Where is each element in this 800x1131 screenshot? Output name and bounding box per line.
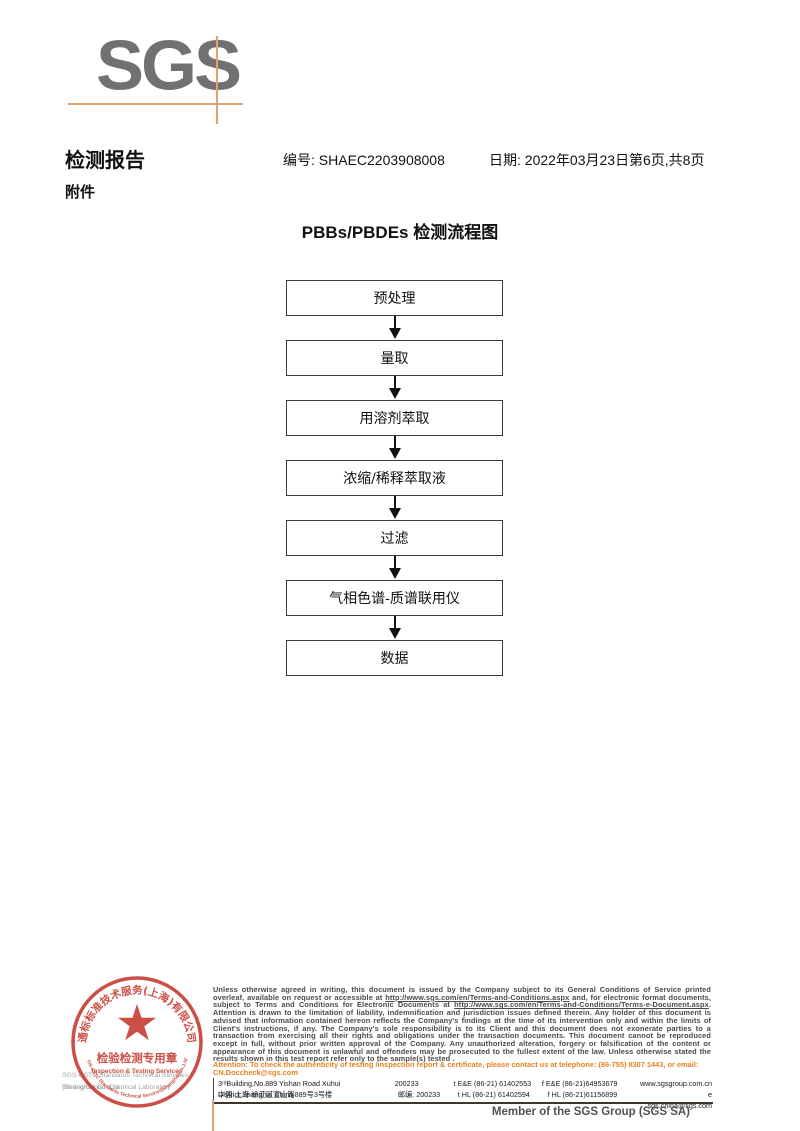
legal-disclaimer: Unless otherwise agreed in writing, this… xyxy=(213,986,711,1063)
down-arrow-icon xyxy=(286,496,503,520)
website-link[interactable]: www.sgsgroup.com.cn xyxy=(640,1079,712,1088)
attention-text: Attention: To check the authenticity of … xyxy=(213,1060,699,1069)
fax-hl: f HL (86-21)61156899 xyxy=(547,1090,618,1099)
company-stamp: 通标标准技术服务(上海)有限公司 检验检测专用章 Inspection & Te… xyxy=(66,973,203,1108)
address-divider xyxy=(213,1078,214,1100)
address-en: 3ʳᵈBuilding,No.889 Yishan Road Xuhui Dis… xyxy=(218,1079,341,1099)
attachment-label: 附件 xyxy=(65,184,96,201)
footer-divider xyxy=(213,1102,713,1104)
flow-step-pretreatment: 预处理 xyxy=(286,280,503,316)
terms-conditions-link[interactable]: http://www.sgs.com/en/Terms-and-Conditio… xyxy=(385,992,570,1002)
address-row-en: 3ʳᵈBuilding,No.889 Yishan Road Xuhui Dis… xyxy=(218,1078,712,1099)
down-arrow-icon xyxy=(286,616,503,640)
flowchart-title: PBBs/PBDEs 检测流程图 xyxy=(301,223,499,242)
down-arrow-icon xyxy=(286,436,503,460)
fax-ee: f E&E (86-21)64953679 xyxy=(541,1079,618,1088)
disclaimer-text: and, for electronic format documents, su… xyxy=(213,992,711,1010)
flow-step-filter: 过滤 xyxy=(286,520,503,556)
down-arrow-icon xyxy=(286,316,503,340)
postcode-cn: 邮编: 200233 xyxy=(397,1090,441,1099)
flowchart: 预处理 量取 用溶剂萃取 浓缩/稀释萃取液 过滤 气相色谱-质谱联用仪 数据 xyxy=(286,280,503,676)
logo-crosshair-horizontal xyxy=(68,103,243,105)
page-title: 检测报告 xyxy=(65,150,145,172)
postcode: 200233 xyxy=(394,1079,419,1088)
report-date: 日期: 2022年03月23日 xyxy=(489,152,630,168)
sgs-member-text: Member of the SGS Group (SGS SA) xyxy=(491,1106,690,1118)
footer-crosshair-vertical xyxy=(212,1100,214,1131)
doccheck-email-link[interactable]: CN.Doccheck@sgs.com xyxy=(213,1068,298,1077)
address-block: 3ʳᵈBuilding,No.889 Yishan Road Xuhui Dis… xyxy=(218,1078,712,1110)
email-link[interactable]: e sgs.china@sgs.com xyxy=(647,1090,712,1110)
report-number: 编号: SHAEC2203908008 xyxy=(283,152,445,168)
logo-crosshair-vertical xyxy=(216,36,218,124)
page-number-info: 第6页,共8页 xyxy=(629,152,705,168)
down-arrow-icon xyxy=(286,556,503,580)
attention-notice: Attention: To check the authenticity of … xyxy=(213,1061,711,1077)
footer-company-lab: Testing Center-Chemical Laboratory xyxy=(62,1084,171,1091)
terms-e-document-link[interactable]: http://www.sgs.com/en/Terms-and-Conditio… xyxy=(454,1000,709,1010)
disclaimer-text: Unless otherwise agreed in writing, this… xyxy=(213,985,711,1002)
stamp-ring xyxy=(71,976,203,1108)
flow-step-measure: 量取 xyxy=(286,340,503,376)
stamp-seal-subtitle: Inspection & Testing Services xyxy=(92,1068,183,1075)
phone-hl: t HL (86-21) 61402594 xyxy=(457,1090,530,1099)
flow-step-solvent-extraction: 用溶剂萃取 xyxy=(286,400,503,436)
down-arrow-icon xyxy=(286,376,503,400)
stamp-seal-title: 检验检测专用章 xyxy=(97,1051,178,1065)
disclaimer-text: . Attention is drawn to the limitation o… xyxy=(213,1000,711,1064)
phone-ee: t E&E (86-21) 61402553 xyxy=(453,1079,532,1088)
flow-step-gcms: 气相色谱-质谱联用仪 xyxy=(286,580,503,616)
address-row-cn: 中国·上海·徐汇区宜山路889号3号楼 邮编: 200233 t HL (86-… xyxy=(218,1089,712,1110)
address-cn: 中国·上海·徐汇区宜山路889号3号楼 xyxy=(218,1090,333,1099)
flow-step-data: 数据 xyxy=(286,640,503,676)
star-icon xyxy=(118,1004,156,1041)
flow-step-concentrate-dilute: 浓缩/稀释萃取液 xyxy=(286,460,503,496)
